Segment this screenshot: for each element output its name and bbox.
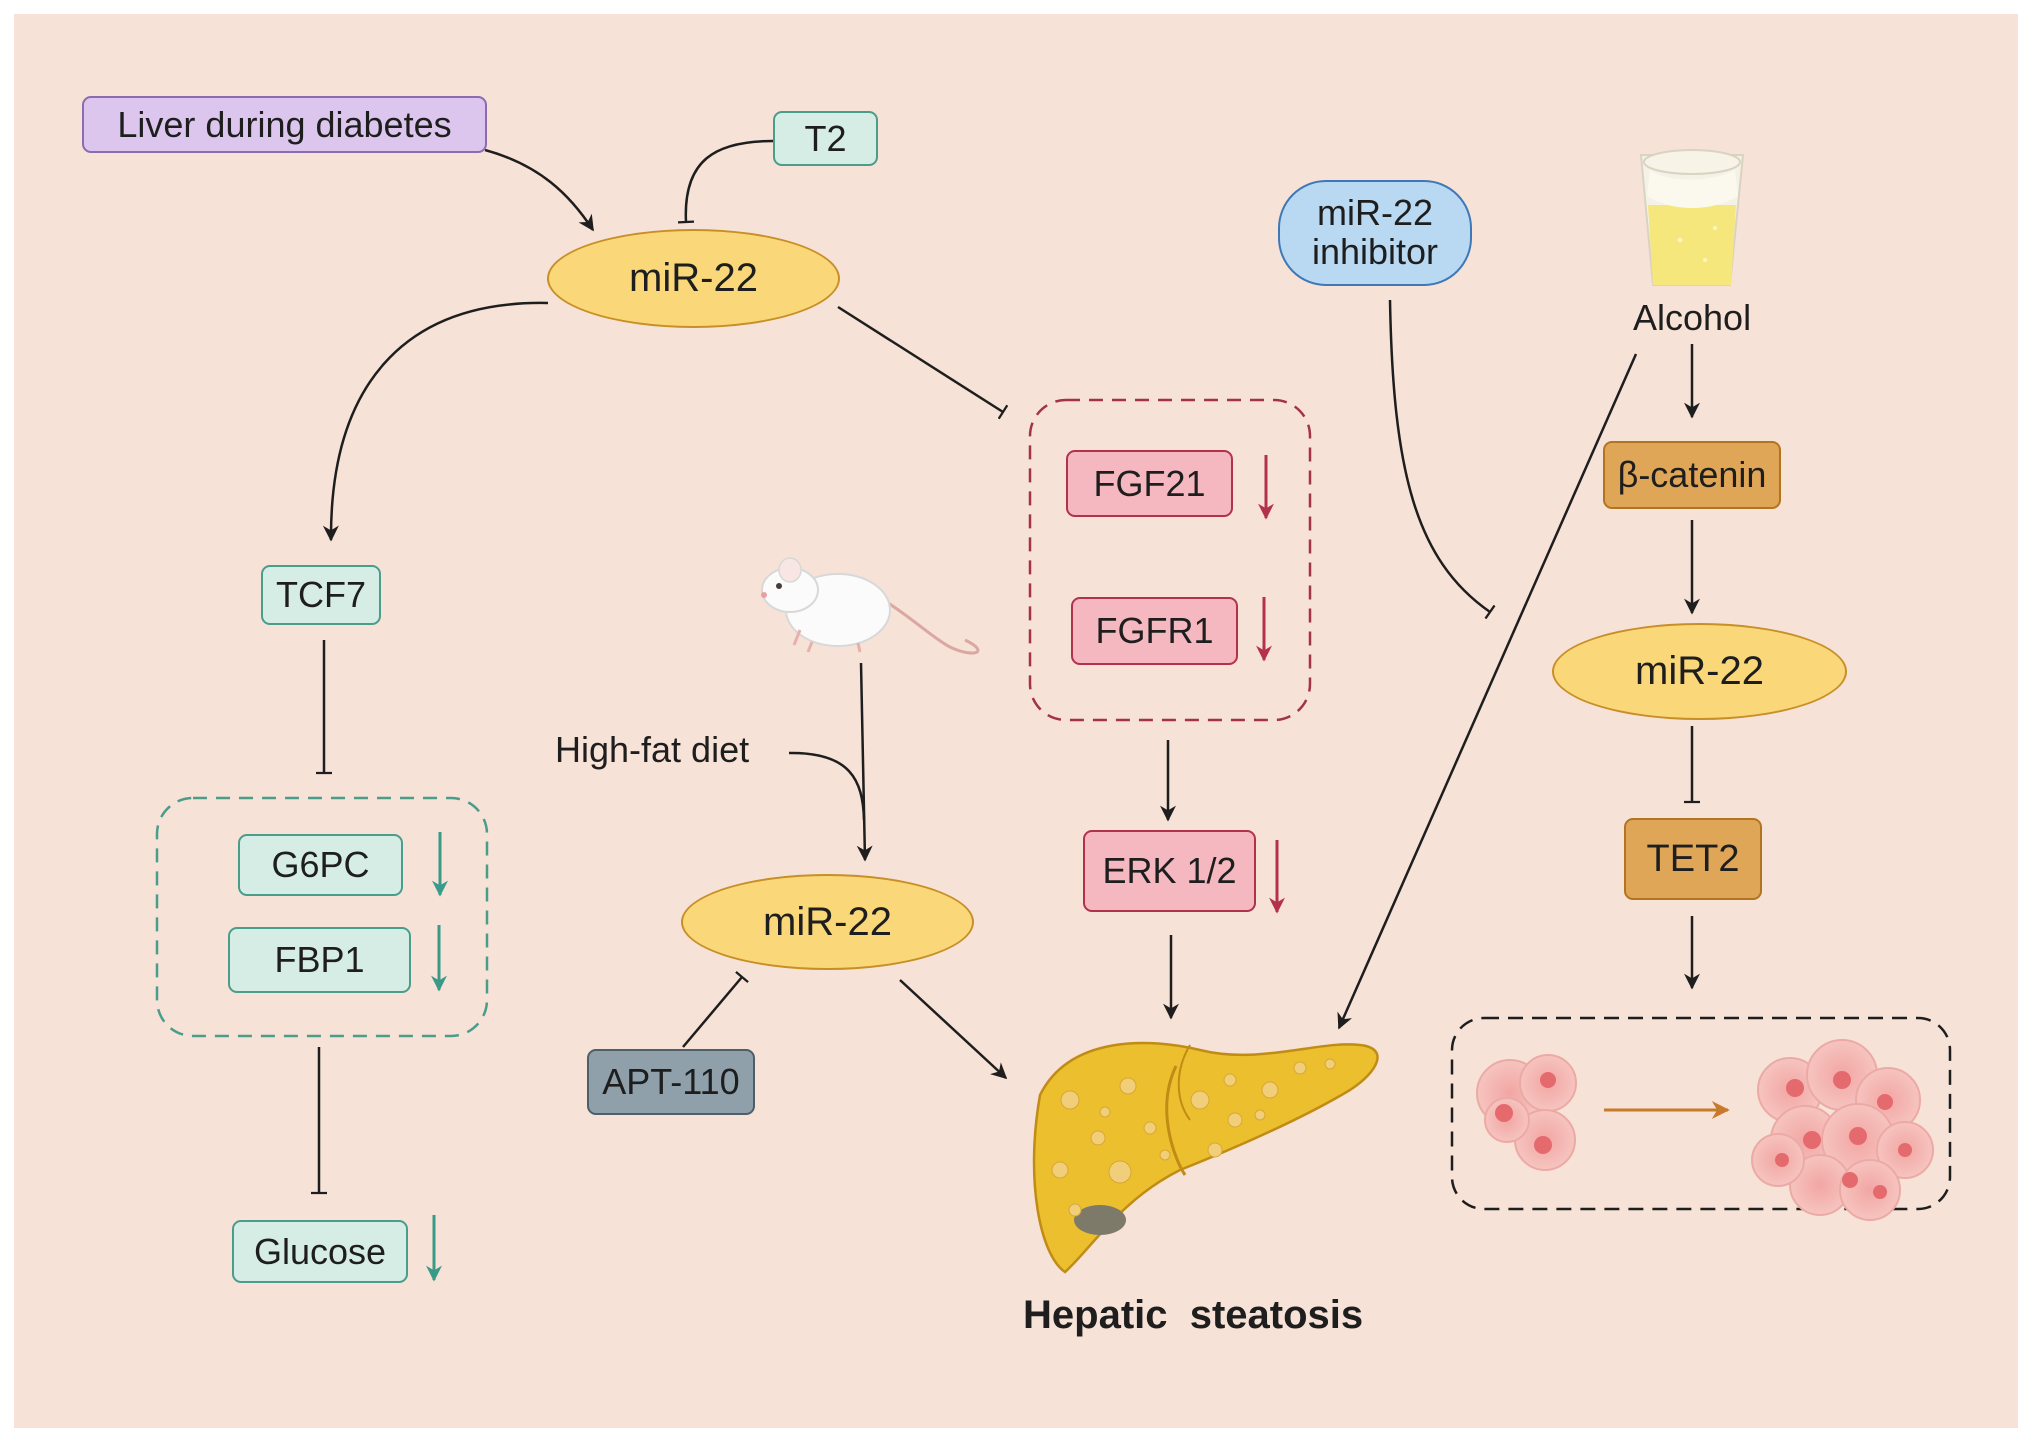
arrow-alcohol-to-liver bbox=[1337, 353, 1638, 1030]
fbp1-label: FBP1 bbox=[274, 939, 365, 980]
t2-label: T2 bbox=[804, 117, 847, 159]
mouse-icon bbox=[761, 557, 980, 655]
tet2-label: TET2 bbox=[1646, 837, 1740, 880]
liver-icon bbox=[1032, 1041, 1379, 1274]
hepatocyte-cells-icon bbox=[1476, 1039, 1934, 1221]
mir22-right-node: miR-22 bbox=[1552, 623, 1847, 720]
hepatocyte-group bbox=[1450, 1016, 1952, 1211]
beta-catenin-box: β-catenin bbox=[1603, 441, 1781, 509]
mir22-inhibitor-line1: miR-22 bbox=[1316, 192, 1433, 234]
g6pc-box: G6PC bbox=[238, 834, 403, 896]
mir22-mid-label: miR-22 bbox=[763, 899, 892, 944]
alcohol-label: Alcohol bbox=[1633, 297, 1752, 338]
fgfr1-label: FGFR1 bbox=[1095, 610, 1214, 651]
arrow-mir22-to-tcf7 bbox=[322, 301, 549, 542]
apt110-label: APT-110 bbox=[602, 1061, 740, 1102]
inhibit-mir22-to-fgf-group bbox=[837, 305, 1009, 420]
fgf21-box: FGF21 bbox=[1066, 450, 1233, 517]
mir22-inhibitor-bubble: miR-22 inhibitor bbox=[1278, 180, 1472, 286]
high-fat-diet-label: High-fat diet bbox=[555, 729, 750, 770]
erk12-box: ERK 1/2 bbox=[1083, 830, 1256, 912]
erk12-label: ERK 1/2 bbox=[1102, 850, 1237, 891]
liver-during-diabetes-label: Liver during diabetes bbox=[117, 103, 452, 145]
arrow-diabetes-to-mir22 bbox=[484, 148, 595, 232]
fgf21-fgfr1-group bbox=[1028, 398, 1312, 722]
arrow-mir22-to-liver bbox=[899, 979, 1008, 1080]
mir22-mid-node: miR-22 bbox=[681, 874, 974, 970]
glucose-label: Glucose bbox=[253, 1230, 387, 1272]
fgf21-label: FGF21 bbox=[1093, 462, 1206, 504]
glucose-box: Glucose bbox=[232, 1220, 408, 1283]
g6pc-label: G6PC bbox=[271, 844, 370, 885]
hepatic-steatosis-label: Hepatic steatosis bbox=[1023, 1293, 1364, 1337]
mir22-top-node: miR-22 bbox=[547, 229, 840, 328]
mir22-right-label: miR-22 bbox=[1635, 649, 1764, 693]
arrow-high-fat-diet bbox=[788, 751, 866, 821]
mir22-top-label: miR-22 bbox=[629, 256, 758, 300]
tet2-box: TET2 bbox=[1624, 818, 1762, 900]
mir22-inhibitor-line2: inhibitor bbox=[1311, 231, 1439, 272]
tcf7-box: TCF7 bbox=[261, 565, 381, 625]
apt110-box: APT-110 bbox=[587, 1049, 755, 1115]
tcf7-label: TCF7 bbox=[276, 574, 366, 615]
beta-catenin-label: β-catenin bbox=[1617, 454, 1767, 495]
inhibit-t2-to-mir22 bbox=[677, 139, 774, 224]
alcohol-glass-icon bbox=[1639, 149, 1745, 286]
inhibit-apt110-to-mir22 bbox=[682, 970, 749, 1048]
liver-during-diabetes-box: Liver during diabetes bbox=[82, 96, 487, 153]
arrow-mouse-to-mir22 bbox=[856, 662, 873, 862]
inhibit-mir22-inhibitor bbox=[1388, 299, 1496, 620]
t2-box: T2 bbox=[773, 111, 878, 166]
fgfr1-box: FGFR1 bbox=[1071, 597, 1238, 665]
fbp1-box: FBP1 bbox=[228, 927, 411, 993]
g6pc-fbp1-group bbox=[155, 796, 489, 1038]
